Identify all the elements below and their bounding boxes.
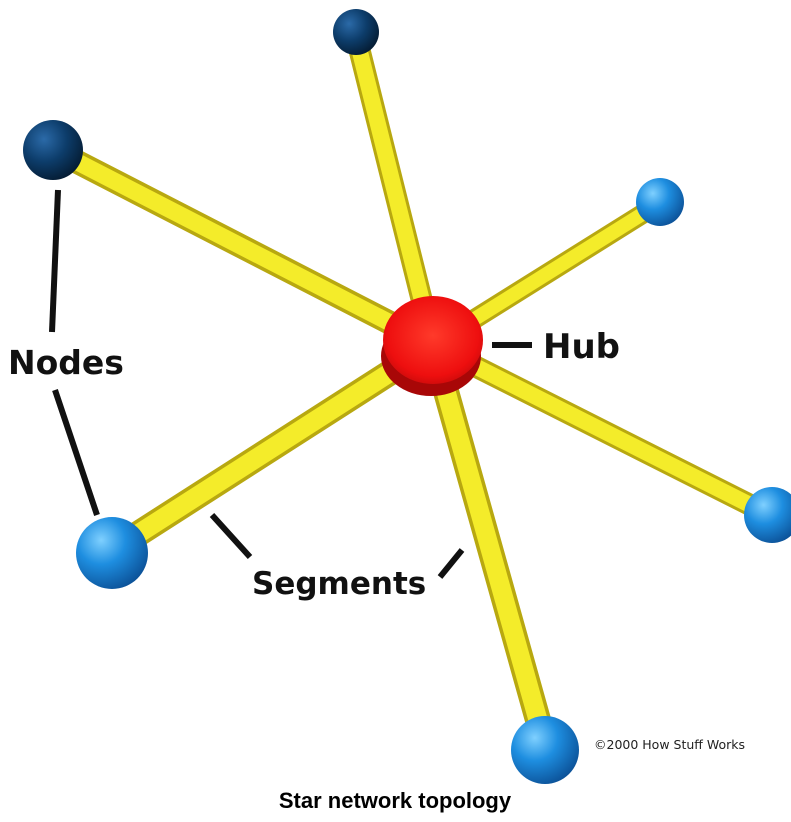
node-bottom	[511, 716, 579, 784]
pointer-lines	[49, 189, 532, 579]
segment-right-highlight	[425, 337, 778, 523]
segment-top-highlight	[348, 28, 441, 353]
node-lower-left	[76, 517, 148, 589]
node-top	[333, 9, 379, 55]
nodes-label: Nodes	[8, 343, 124, 382]
nodes-pointer-upper	[49, 189, 61, 333]
nodes-group	[23, 9, 791, 784]
segments-pointer-left	[209, 512, 253, 560]
node-upper-left	[23, 120, 83, 180]
segments-label: Segments	[252, 566, 426, 602]
node-upper-right	[636, 178, 684, 226]
segment-upper-left-highlight	[49, 143, 442, 354]
segment-bottom-highlight	[423, 335, 555, 755]
nodes-pointer-lower	[52, 389, 100, 516]
segment-lower-left-highlight	[103, 335, 443, 560]
hub	[381, 296, 483, 396]
diagram-caption: Star network topology	[279, 788, 512, 813]
segments-pointer-right	[437, 548, 465, 579]
hub-label: Hub	[543, 327, 620, 367]
node-right	[744, 487, 791, 543]
copyright-text: ©2000 How Stuff Works	[594, 737, 745, 752]
